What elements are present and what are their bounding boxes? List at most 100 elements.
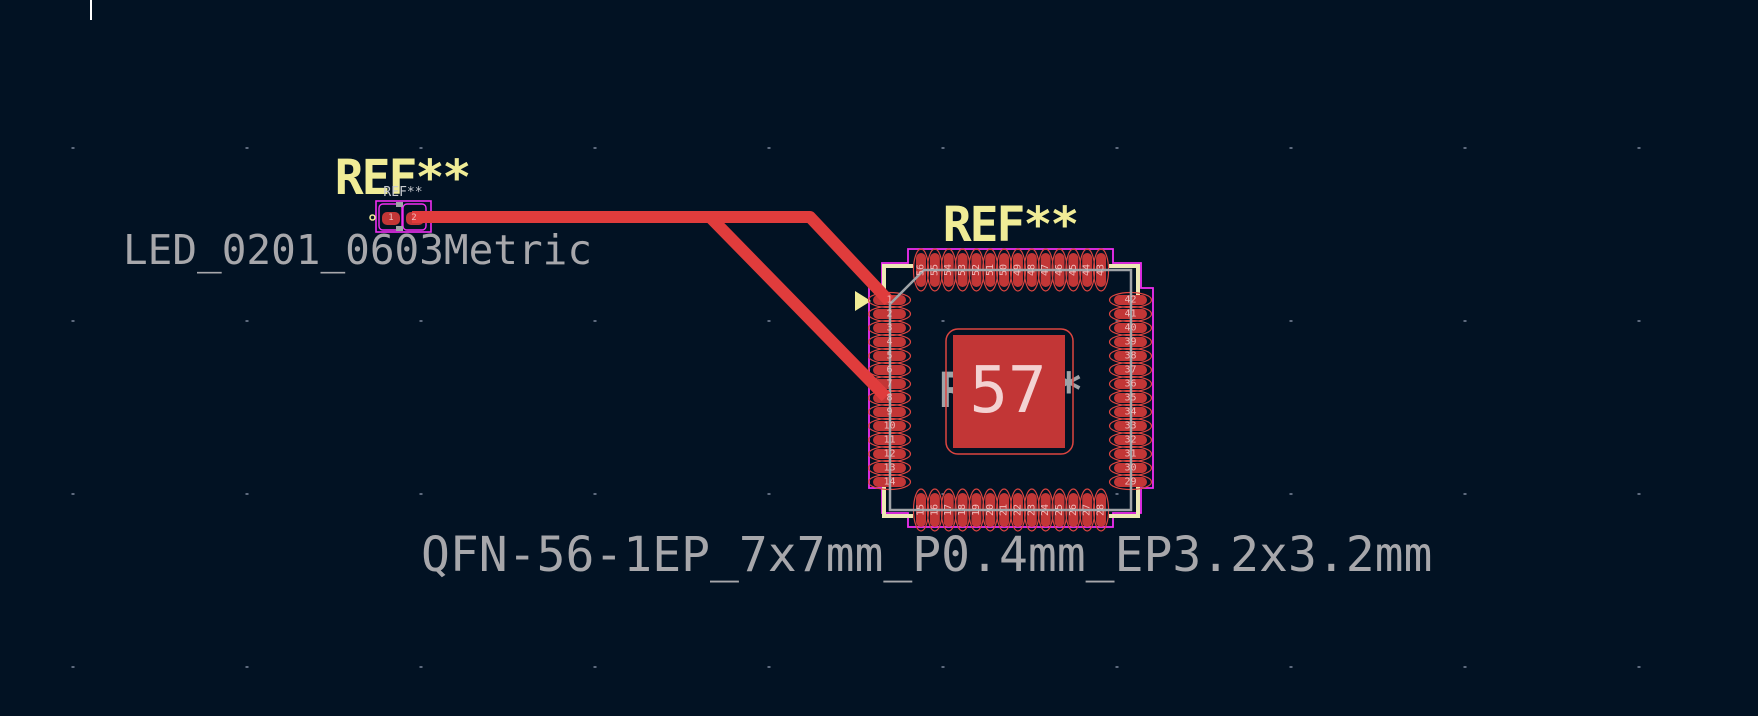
pad-number: 39 — [1124, 337, 1136, 348]
pad-number: 7 — [886, 379, 892, 390]
pad-number: 51 — [985, 264, 996, 276]
pad-number: 22 — [1012, 504, 1023, 516]
grid-dot — [1637, 320, 1641, 322]
pad-number: 38 — [1124, 351, 1136, 362]
grid-dot — [71, 493, 75, 495]
pad-number: 29 — [1124, 477, 1136, 488]
pad-number: 43 — [1096, 264, 1107, 276]
pad-led-1[interactable] — [382, 212, 400, 225]
pad-number: 54 — [943, 264, 954, 276]
grid-dot — [419, 320, 423, 322]
led-pad1-mask-outline — [378, 203, 403, 231]
pad-number: 5 — [886, 351, 892, 362]
pad-number: 42 — [1124, 295, 1136, 306]
qfn-silk-corner-bl — [882, 487, 913, 518]
pad-number: 25 — [1054, 504, 1065, 516]
grid-dot — [593, 320, 597, 322]
grid-dot — [593, 147, 597, 149]
pad-number: 44 — [1082, 264, 1093, 276]
grid-dot — [1115, 320, 1119, 322]
grid-dot — [71, 147, 75, 149]
pad-number: 56 — [916, 264, 927, 276]
trace-led-to-qfn-pad8[interactable] — [412, 211, 891, 402]
grid-dot — [419, 493, 423, 495]
pad-number: 45 — [1068, 264, 1079, 276]
pad-number: 15 — [916, 504, 927, 516]
pad-number: 40 — [1124, 323, 1136, 334]
pad-number: 34 — [1124, 407, 1136, 418]
led-fab-mark-top — [396, 202, 403, 207]
grid-dot — [419, 147, 423, 149]
led-silk-polarity-dot — [369, 214, 376, 221]
pad-number: 2 — [886, 309, 892, 320]
pad-number: 53 — [957, 264, 968, 276]
qfn-silk-ref-text[interactable]: REF** — [943, 197, 1080, 253]
pad-number: 12 — [883, 449, 895, 460]
grid-dot — [1637, 147, 1641, 149]
pad-number: 28 — [1096, 504, 1107, 516]
pad-number: 35 — [1124, 393, 1136, 404]
led-fab-ref-text[interactable]: REF** — [383, 185, 422, 200]
pad-number: 26 — [1068, 504, 1079, 516]
qfn-silk-corner-tl — [882, 264, 913, 295]
pad-number: 21 — [999, 504, 1010, 516]
grid-dot — [71, 320, 75, 322]
pad-number: 11 — [883, 435, 895, 446]
qfn-pin1-arrow-icon — [855, 291, 871, 311]
grid-dot — [1289, 666, 1293, 668]
pad-number: 27 — [1082, 504, 1093, 516]
grid-dot — [593, 666, 597, 668]
pad-number: 24 — [1040, 504, 1051, 516]
led-value-text[interactable]: LED_0201_0603Metric — [123, 226, 592, 274]
pad-number: 47 — [1040, 264, 1051, 276]
qfn-ep-mask-outline — [945, 328, 1074, 455]
grid-dot — [1289, 320, 1293, 322]
pad-number: 18 — [957, 504, 968, 516]
qfn-fab-body-outline — [888, 268, 1133, 512]
pad-number: 8 — [886, 393, 892, 404]
qfn-silk-corner-tr — [1109, 264, 1140, 295]
pad-number: 19 — [971, 504, 982, 516]
pad-number: 41 — [1124, 309, 1136, 320]
pad-number: 16 — [929, 504, 940, 516]
grid-dot — [1115, 666, 1119, 668]
pad-number: 13 — [883, 463, 895, 474]
grid-dot — [1463, 147, 1467, 149]
pad-number: 10 — [883, 421, 895, 432]
pad-number: 31 — [1124, 449, 1136, 460]
pad-number: 4 — [886, 337, 892, 348]
grid-dot — [1637, 666, 1641, 668]
grid-dot — [767, 320, 771, 322]
grid-dot — [1115, 147, 1119, 149]
grid-dot — [419, 666, 423, 668]
grid-dot — [1463, 666, 1467, 668]
pad-number: 6 — [886, 365, 892, 376]
grid-dot — [1463, 493, 1467, 495]
grid-dot — [767, 666, 771, 668]
pad-number: 32 — [1124, 435, 1136, 446]
grid-dot — [245, 493, 249, 495]
grid-dot — [245, 666, 249, 668]
grid-dot — [245, 320, 249, 322]
pad-number: 46 — [1054, 264, 1065, 276]
grid-dot — [941, 666, 945, 668]
qfn-ep-pad[interactable] — [953, 335, 1065, 448]
pad-number: 37 — [1124, 365, 1136, 376]
led-silk-ref-text[interactable]: REF** — [335, 150, 472, 206]
pad-number: 50 — [999, 264, 1010, 276]
grid-dot — [1115, 493, 1119, 495]
grid-dot — [1637, 493, 1641, 495]
grid-dot — [941, 493, 945, 495]
pad-number: 30 — [1124, 463, 1136, 474]
qfn-value-text[interactable]: QFN-56-1EP_7x7mm_P0.4mm_EP3.2x3.2mm — [421, 527, 1432, 583]
qfn-footprint[interactable]: REF** 57 — [855, 248, 1154, 532]
grid-dot — [1289, 493, 1293, 495]
pad-number: 1 — [886, 295, 892, 306]
pad-56[interactable] — [916, 253, 926, 287]
grid-dot — [593, 493, 597, 495]
grid-dot — [1289, 147, 1293, 149]
cursor-crosshair — [90, 0, 92, 20]
pad-number: 2 — [411, 213, 416, 223]
